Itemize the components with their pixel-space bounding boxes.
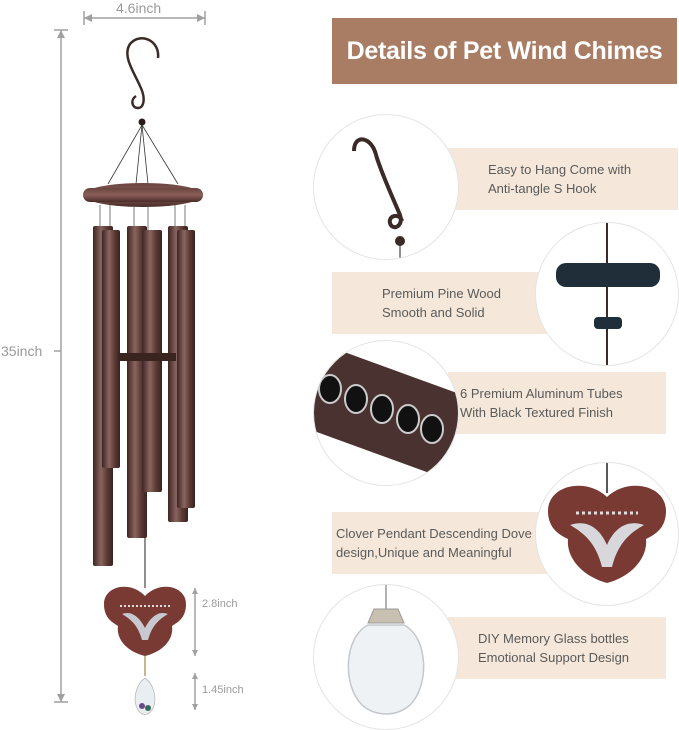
glass-bottle-icon <box>313 584 459 730</box>
wood-disc-icon <box>535 222 679 366</box>
dimension-lines <box>54 11 206 710</box>
feature-text-line: Emotional Support Design <box>478 650 630 665</box>
feature-text-line: DIY Memory Glass bottles <box>478 631 629 646</box>
bottle-size-label: 1.45inch <box>202 684 244 696</box>
wind-chime-image <box>83 37 203 715</box>
page-title: Details of Pet Wind Chimes <box>332 18 677 84</box>
feature-dove-pendant: Clover Pendant Descending Dove design,Uni… <box>332 512 550 574</box>
feature-text-line: Smooth and Solid <box>382 305 485 320</box>
feature-text-line: Clover Pendant Descending Dove <box>336 526 532 541</box>
page-title-text: Details of Pet Wind Chimes <box>346 36 663 65</box>
feature-text-line: Easy to Hang Come with <box>488 162 632 177</box>
dove-pendant-icon <box>535 462 679 606</box>
pendant-size-label: 2.8inch <box>202 598 238 610</box>
height-label: 35inch <box>1 343 43 359</box>
feature-text-line: Anti-tangle S Hook <box>488 181 597 196</box>
feature-text-line: Premium Pine Wood <box>382 286 501 301</box>
s-hook-icon <box>313 114 459 260</box>
tubes-icon <box>313 340 459 486</box>
feature-text-line: 6 Premium Aluminum Tubes <box>460 386 623 401</box>
feature-text-line: With Black Textured Finish <box>460 405 613 420</box>
width-label: 4.6inch <box>116 0 162 16</box>
feature-text-line: design,Unique and Meaningful <box>336 545 512 560</box>
